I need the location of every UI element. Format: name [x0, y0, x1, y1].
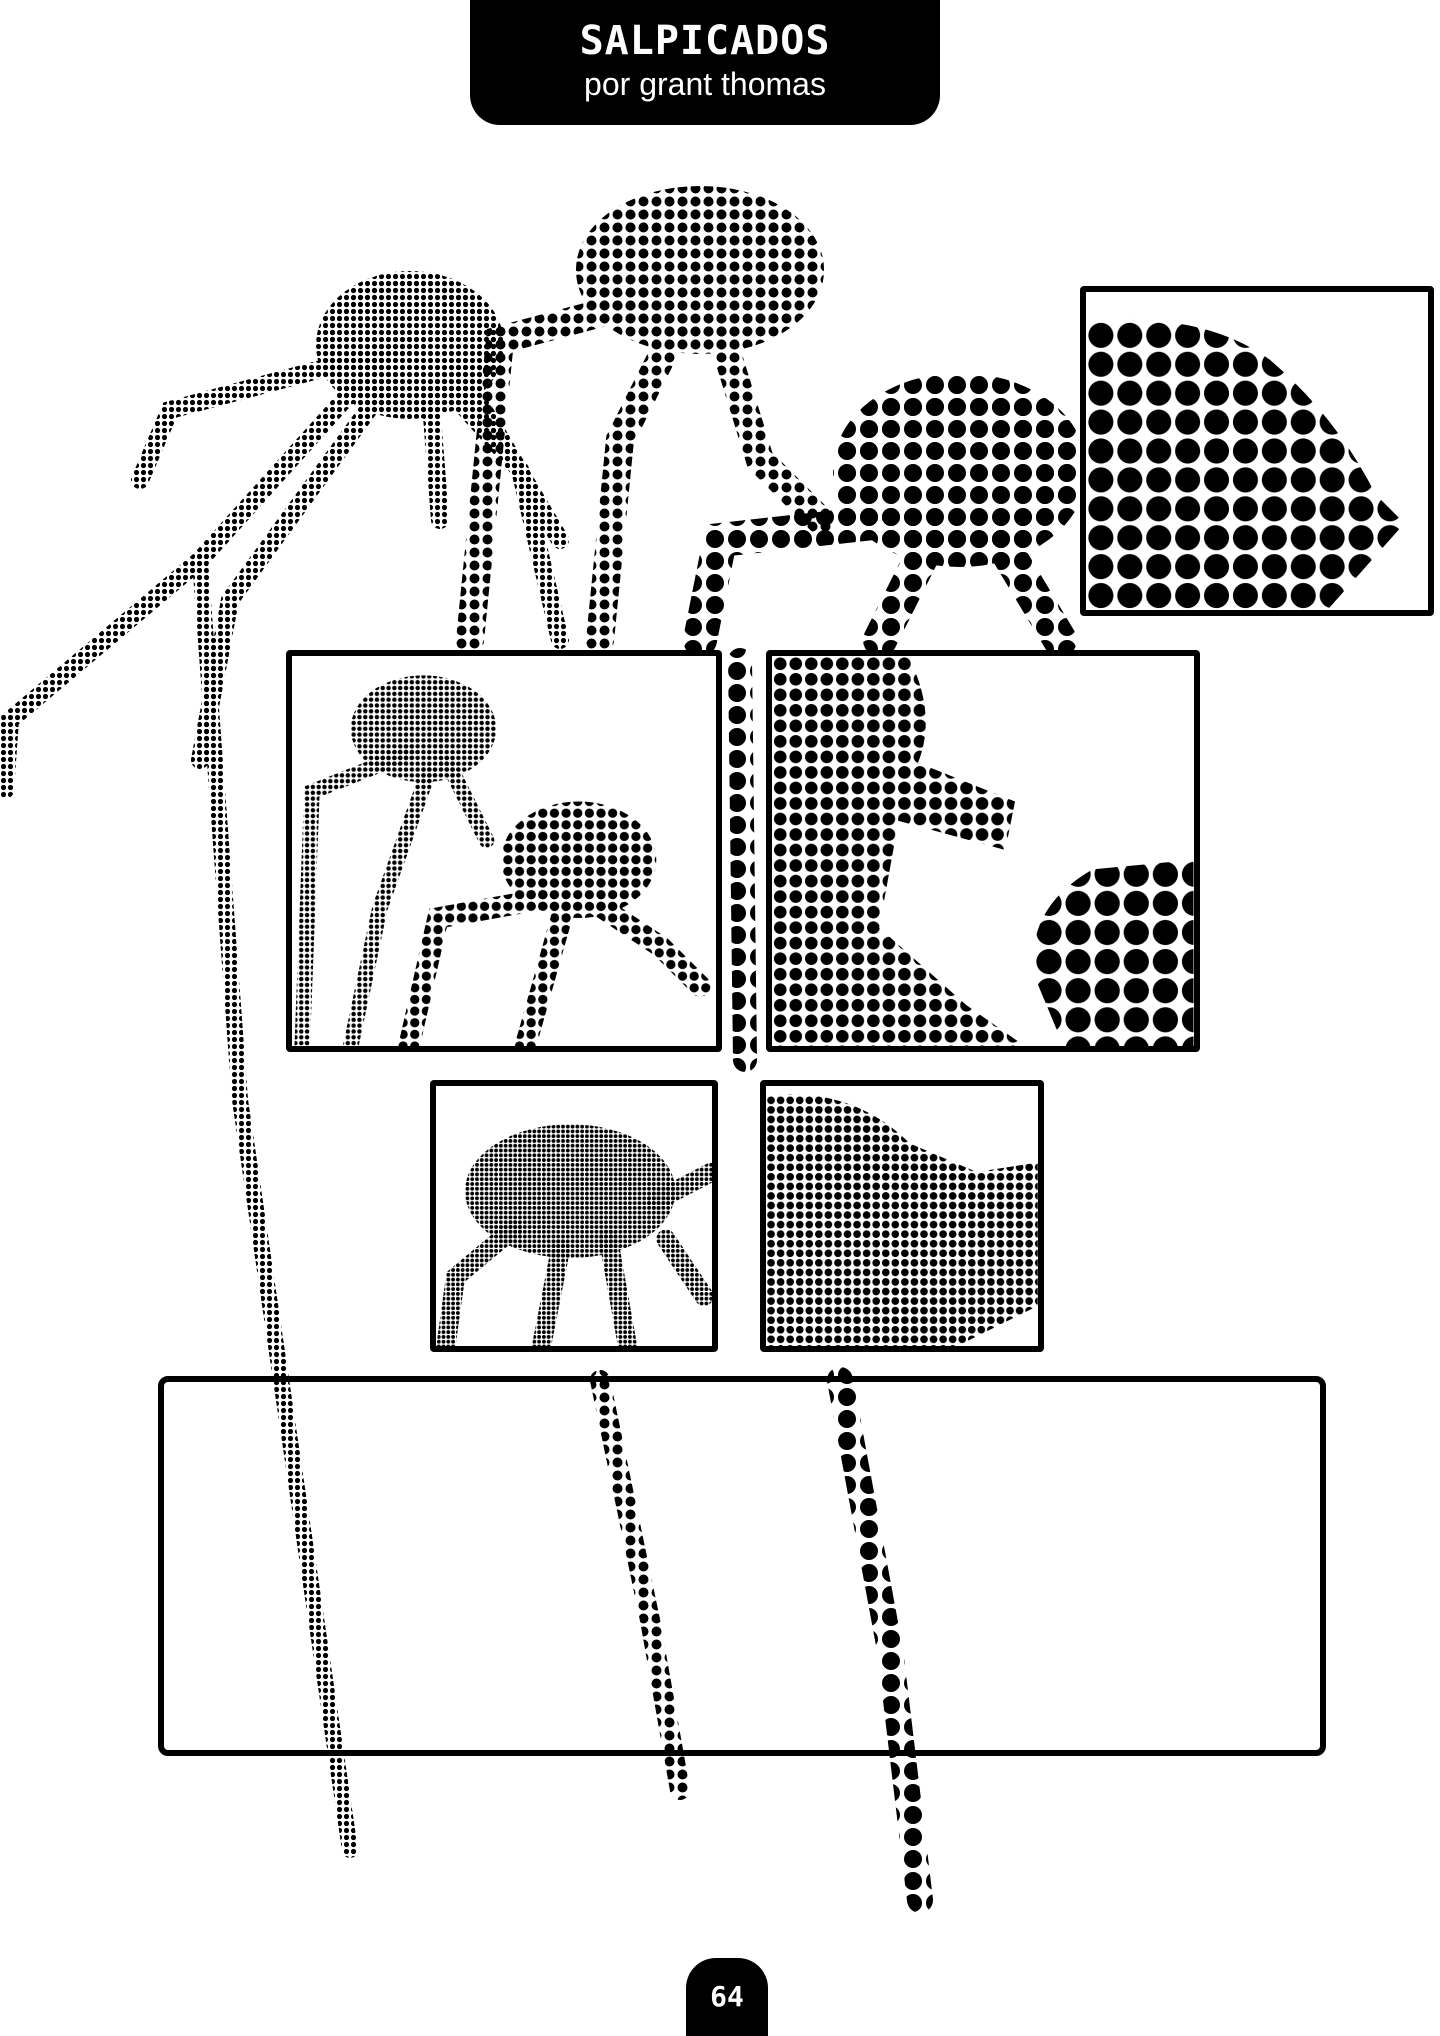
- header-banner: SALPICADOS por grant thomas: [470, 0, 940, 125]
- panel-1-art: [1086, 319, 1405, 610]
- panel-2-art: [294, 675, 711, 1046]
- comic-panel-1: [1080, 286, 1434, 616]
- comic-panel-4: [430, 1080, 718, 1352]
- comic-panel-2: [286, 650, 722, 1052]
- panel-5-art: [766, 1094, 1038, 1346]
- page-number: 64: [686, 1958, 768, 2036]
- comic-panel-6: [158, 1376, 1326, 1756]
- page-subtitle: por grant thomas: [584, 66, 826, 102]
- comic-panel-5: [760, 1080, 1044, 1352]
- page-title: SALPICADOS: [579, 18, 831, 64]
- panel-4-art: [436, 1124, 712, 1346]
- comic-panel-3: [766, 650, 1200, 1052]
- panel-3-art: [772, 656, 1194, 1046]
